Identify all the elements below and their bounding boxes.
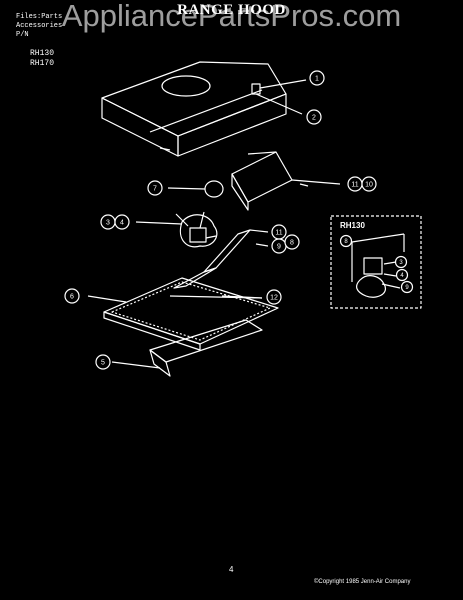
model-list: RH130 RH170 [30,49,54,69]
callout-circle [395,268,409,282]
callout-number: 1 [315,75,319,82]
callout-circle [95,354,111,370]
callout-number: 8 [344,239,348,245]
callout-circle [306,109,322,125]
filter-frame [87,277,279,351]
callout-number: 11 [275,229,282,236]
callout-circle [284,234,300,250]
watermark: AppliancePartsPros.com [61,0,402,33]
callout-circle [64,288,80,304]
callout-circle [266,289,282,305]
callout-number: 8 [290,239,294,246]
inset-label: RH130 [340,221,365,230]
knob [167,180,224,198]
fan-motor [135,211,218,248]
callout-number: 9 [405,285,409,291]
callout-number: 6 [70,293,74,300]
inset-box [330,215,422,309]
page-title: RANGE HOOD [177,2,286,18]
motor-bracket [173,229,269,289]
meta-line: Files:Parts [16,13,63,21]
callout-number: 9 [277,243,281,250]
callout-circle [394,255,408,269]
callout-number: 3 [399,260,403,266]
inset-motor [351,233,405,298]
meta-line: P/N [16,31,29,39]
damper-bracket [231,151,341,211]
model-number: RH170 [30,59,55,68]
callout-number: 12 [270,294,278,301]
callout-circle [361,176,377,192]
light-lens [111,319,263,377]
model-number: RH130 [30,49,55,58]
callout-number: 10 [365,181,373,188]
callout-circle [114,214,130,230]
callout-number: 5 [101,359,105,366]
file-meta: Files:Parts Accessories P/N [16,13,62,40]
switch [251,79,307,115]
callout-circle [147,180,163,196]
exhaust-collar [161,75,211,97]
meta-line: Accessories [16,22,63,30]
callout-circle [309,70,325,86]
callout-number: 4 [120,219,124,226]
callout-number: 2 [312,114,316,121]
callout-number: 3 [106,219,110,226]
page-number: 4 [229,565,234,574]
callout-number: 11 [351,181,358,188]
callout-number: 4 [400,273,404,279]
callout-circle [339,234,353,248]
hood-body [101,61,287,157]
copyright: ©Copyright 1985 Jenn-Air Company [314,579,411,585]
callout-circle [400,280,414,294]
callout-number: 7 [153,185,157,192]
